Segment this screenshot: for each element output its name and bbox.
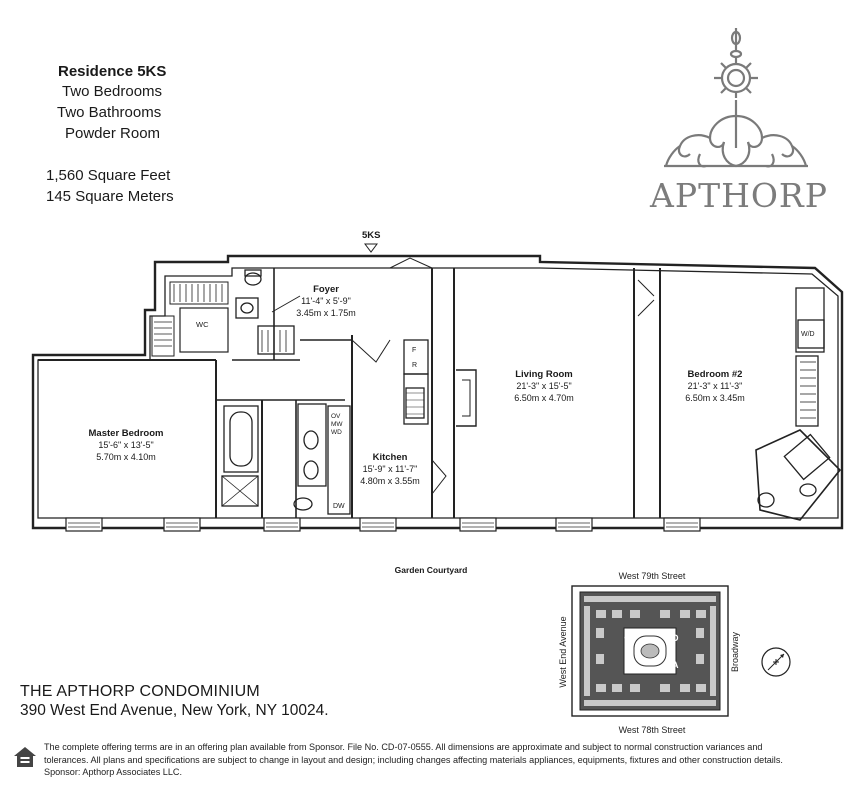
north-street: West 79th Street <box>619 571 686 581</box>
site-letter-c: C <box>624 633 631 643</box>
wd-label: W/D <box>801 331 815 338</box>
east-street: Broadway <box>730 631 740 672</box>
site-letter-d: D <box>672 633 679 643</box>
living-imperial: 21'-3" x 15'-5" <box>516 381 571 391</box>
wc-label: WC <box>196 320 209 329</box>
courtyard-label: Garden Courtyard <box>395 565 468 575</box>
fridge-label: F <box>412 347 416 354</box>
legal-disclaimer: The complete offering terms are in an of… <box>44 741 844 779</box>
unit-marker: 5KS <box>362 230 380 241</box>
bathrooms-count: Two Bathrooms <box>57 104 162 121</box>
equal-housing-icon <box>14 747 36 767</box>
site-letter-b: B <box>624 660 631 670</box>
master-name: Master Bedroom <box>89 428 164 439</box>
kitchen-metric: 4.80m x 3.55m <box>360 476 420 486</box>
foyer-metric: 3.45m x 1.75m <box>296 308 356 318</box>
condo-name: THE APTHORP CONDOMINIUM <box>20 683 260 700</box>
legal-line-3: Sponsor: Apthorp Associates LLC. <box>44 767 183 778</box>
condo-info: THE APTHORP CONDOMINIUM 390 West End Ave… <box>20 682 329 721</box>
south-street: West 78th Street <box>619 725 686 735</box>
foyer-imperial: 11'-4" x 5'-9" <box>301 296 351 306</box>
range-label: R <box>412 362 417 369</box>
apthorp-logo-ornament <box>664 28 808 168</box>
washer-dryer-label: WD <box>331 429 342 436</box>
site-letter-a: A <box>672 660 679 670</box>
bedroom2-name: Bedroom #2 <box>688 369 743 380</box>
bedrooms-count: Two Bedrooms <box>62 83 163 100</box>
square-feet: 1,560 Square Feet <box>46 167 171 184</box>
master-imperial: 15'-6" x 13'-5" <box>98 440 153 450</box>
bedroom2-imperial: 21'-3" x 11'-3" <box>688 381 743 391</box>
unit-marker-arrow <box>364 243 378 253</box>
bedroom2-metric: 6.50m x 3.45m <box>685 393 745 403</box>
square-meters: 145 Square Meters <box>46 188 174 205</box>
foyer-name: Foyer <box>313 284 339 295</box>
compass-icon <box>761 647 791 677</box>
legal-line-2: tolerances. All plans and specifications… <box>44 754 783 765</box>
oven-label: OV <box>331 413 341 420</box>
master-metric: 5.70m x 4.10m <box>96 452 156 462</box>
living-name: Living Room <box>515 369 573 380</box>
kitchen-name: Kitchen <box>373 452 408 463</box>
residence-title: Residence 5KS <box>58 63 167 80</box>
microwave-label: MW <box>331 421 343 428</box>
kitchen-imperial: 15'-9" x 11'-7" <box>363 464 418 474</box>
site-map: West 79th Street West 78th Street West E… <box>558 571 740 735</box>
floor-plan: 5KS Foyer 11'-4" x 5'-9" 3.45m x 1.75m L… <box>31 230 844 575</box>
condo-address: 390 West End Avenue, New York, NY 10024. <box>20 702 329 719</box>
living-metric: 6.50m x 4.70m <box>514 393 574 403</box>
apthorp-wordmark: APTHORP <box>650 176 828 215</box>
powder-room: Powder Room <box>65 125 161 142</box>
legal-line-1: The complete offering terms are in an of… <box>44 742 763 752</box>
west-street: West End Avenue <box>558 616 568 687</box>
dishwasher-label: DW <box>333 503 345 510</box>
residence-info: Residence 5KS Two Bedrooms Two Bathrooms… <box>40 62 174 207</box>
